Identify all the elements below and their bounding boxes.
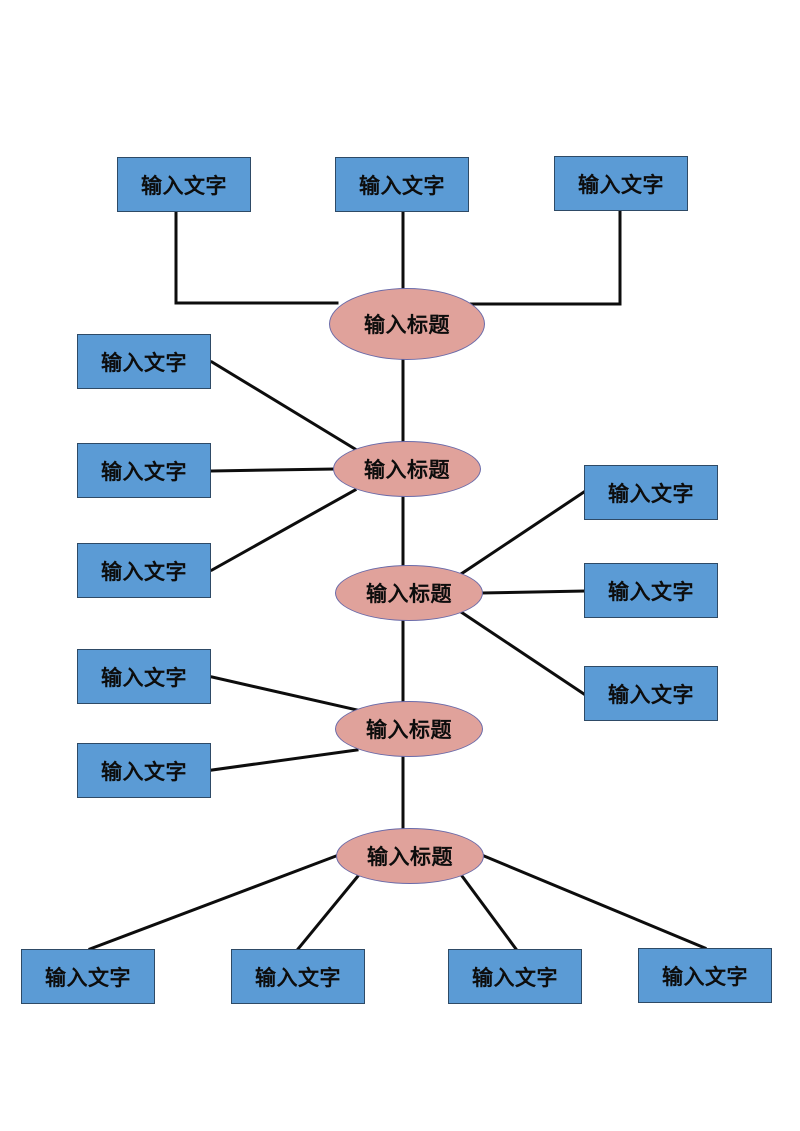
connector-line	[458, 489, 587, 577]
text-box[interactable]: 输入文字	[584, 666, 718, 721]
hub-ellipse[interactable]: 输入标题	[329, 288, 485, 360]
hub-ellipse[interactable]: 输入标题	[336, 828, 484, 884]
text-box[interactable]: 输入文字	[77, 443, 211, 498]
connector-line	[209, 487, 358, 573]
text-box[interactable]: 输入文字	[77, 743, 211, 798]
text-box[interactable]: 输入文字	[231, 949, 365, 1004]
hub-ellipse[interactable]: 输入标题	[335, 701, 483, 757]
text-box[interactable]: 输入文字	[584, 563, 718, 618]
text-box[interactable]: 输入文字	[77, 543, 211, 598]
connector-line	[88, 854, 338, 951]
connector-line	[210, 675, 359, 712]
text-box[interactable]: 输入文字	[77, 649, 211, 704]
text-box[interactable]: 输入文字	[21, 949, 155, 1004]
connector-line	[295, 873, 361, 952]
text-box[interactable]: 输入文字	[638, 948, 772, 1003]
text-box[interactable]: 输入文字	[335, 157, 469, 212]
text-box[interactable]: 输入文字	[117, 157, 251, 212]
connector-line	[210, 748, 359, 772]
connector-line	[459, 873, 519, 952]
text-box[interactable]: 输入文字	[554, 156, 688, 211]
connector-line	[482, 854, 707, 950]
connector-line	[458, 609, 587, 697]
text-box[interactable]: 输入文字	[584, 465, 718, 520]
connector-line	[209, 359, 358, 452]
connector-line	[480, 589, 586, 595]
text-box[interactable]: 输入文字	[77, 334, 211, 389]
text-box[interactable]: 输入文字	[448, 949, 582, 1004]
connector-line	[210, 467, 336, 473]
hub-ellipse[interactable]: 输入标题	[335, 565, 483, 621]
hub-ellipse[interactable]: 输入标题	[333, 441, 481, 497]
